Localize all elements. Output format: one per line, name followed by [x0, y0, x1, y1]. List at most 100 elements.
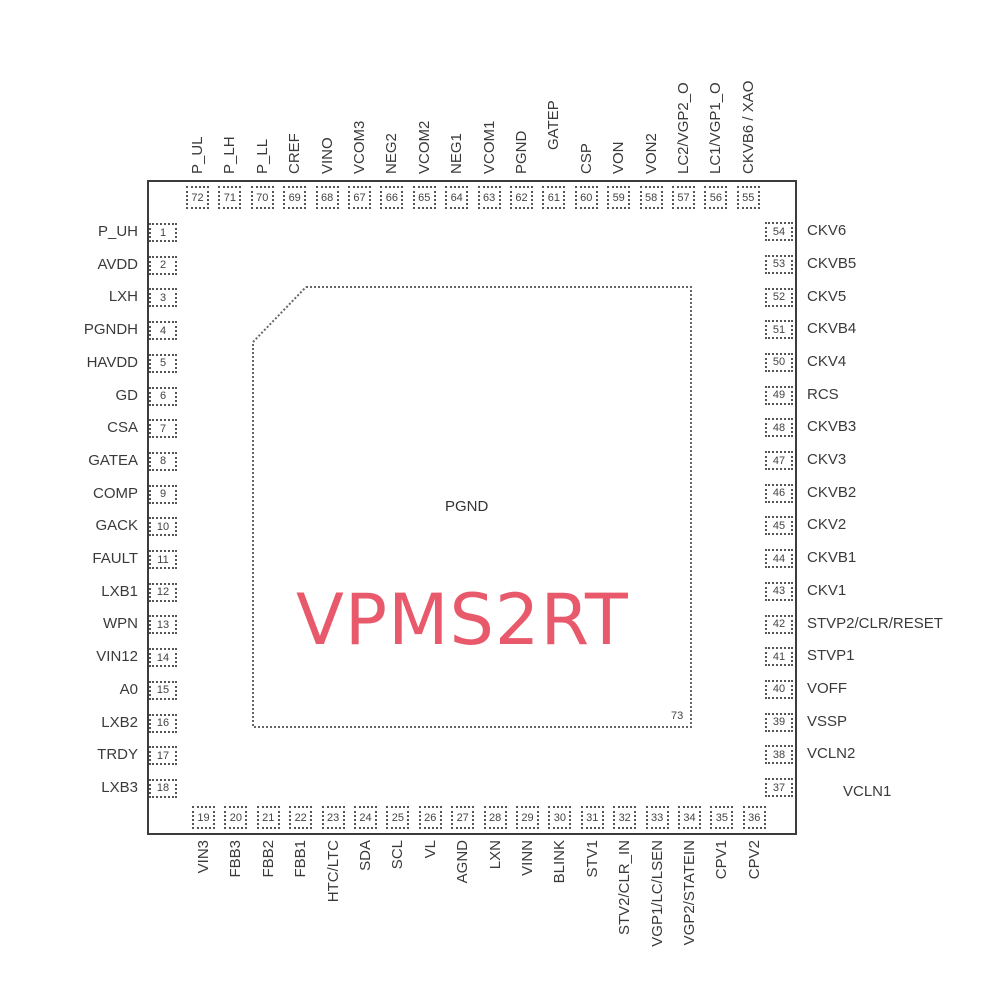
exposed-pad-label: PGND [445, 498, 489, 515]
pin-pad: 1 [149, 223, 177, 242]
pin-pad: 70 [250, 186, 274, 209]
pin-label: HAVDD [86, 353, 138, 371]
pin-pad: 53 [765, 254, 793, 274]
pin-label: CPV2 [745, 840, 763, 880]
pin-label: CKVB6 / XAO [739, 80, 757, 174]
pin-pad: 24 [354, 806, 377, 829]
pin-label: VCLN2 [807, 745, 856, 763]
pin-label: CKVB4 [807, 320, 857, 338]
pin-label: CKVB3 [807, 418, 857, 436]
pin-pad: 4 [149, 321, 177, 341]
pin-pad: 58 [639, 186, 663, 209]
pin-pad: 10 [149, 517, 177, 537]
pin-pad: 21 [256, 806, 280, 829]
exposed-pad-pin-number: 73 [671, 710, 684, 722]
pin-pad: 62 [510, 186, 533, 209]
pin-label: CKV1 [807, 581, 847, 599]
pin-pad: 33 [645, 806, 669, 829]
pin-pad: 8 [149, 451, 177, 471]
pin-label: LXB1 [101, 582, 138, 600]
pin-pad: 44 [765, 549, 793, 569]
pin-label: VL [421, 840, 439, 859]
pin-label: STVP1 [807, 647, 855, 665]
pin-pad: 15 [149, 680, 177, 700]
pin-pad: 51 [765, 320, 793, 340]
pin-pad: 30 [548, 806, 572, 829]
pin-label: CKV6 [807, 222, 847, 240]
pin-label: GACK [95, 517, 138, 535]
pin-label: CKVB5 [807, 254, 857, 272]
pin-pad: 40 [765, 679, 793, 699]
pin-label: NEG2 [383, 133, 401, 174]
pin-pad: 3 [149, 288, 177, 308]
pin-pad: 56 [704, 186, 728, 209]
pin-label: AGND [454, 840, 472, 884]
pin-label: CKVB1 [807, 549, 857, 567]
pin-label: AVDD [97, 255, 138, 273]
pin-label: VCLN1 [843, 783, 892, 800]
pin-pad: 68 [315, 186, 339, 209]
pin-pad: 19 [192, 806, 215, 829]
pin-pad: 61 [542, 186, 566, 209]
pin-label: STV1 [583, 840, 601, 878]
pin-label: CSA [107, 419, 138, 437]
pin-pad: 67 [348, 186, 371, 209]
pin-pad: 57 [672, 186, 695, 209]
pin-pad: 29 [516, 806, 539, 829]
pin-label: CREF [286, 133, 304, 174]
pin-label: VCOM2 [415, 120, 433, 174]
pin-pad: 23 [321, 806, 345, 829]
pin-pad: 38 [765, 745, 793, 765]
pin-label: FBB1 [292, 840, 310, 878]
pin-pad: 63 [477, 186, 501, 209]
pin-pad: 72 [186, 186, 209, 209]
pin-pad: 25 [386, 806, 410, 829]
pin-pad: 7 [149, 419, 177, 439]
pin-label: VINN [519, 840, 536, 876]
pin-pad: 54 [765, 222, 793, 242]
pin-label: VCOM3 [351, 120, 368, 174]
pin-label: PGND [513, 130, 530, 174]
pin-pad: 64 [445, 186, 469, 209]
pin-label: VSSP [807, 712, 848, 730]
pin-label: RCS [807, 385, 839, 403]
pin-pad: 49 [765, 385, 793, 405]
exposed-pad-outline [252, 286, 692, 728]
pin-label: GD [115, 386, 139, 404]
pin-label: CKVB2 [807, 483, 857, 501]
pin-pad: 47 [765, 451, 793, 470]
pin-label: SDA [357, 840, 374, 871]
pin-pad: 9 [149, 484, 177, 504]
pin-pad: 59 [607, 186, 631, 209]
pin-pad: 50 [765, 352, 793, 372]
pin-pad: 52 [765, 287, 793, 307]
pin-pad: 69 [283, 186, 307, 209]
pin-pad: 43 [765, 581, 793, 601]
pin-pad: 16 [149, 713, 177, 733]
pin-pad: 26 [418, 806, 442, 829]
pin-label: VON2 [642, 133, 660, 174]
pin-label: WPN [103, 615, 138, 633]
pin-label: CPV1 [713, 840, 731, 880]
pin-pad: 45 [765, 516, 793, 536]
pin-label: FBB3 [227, 840, 245, 878]
pin-label: P_LH [221, 136, 239, 174]
pin-label: STVP2/CLR/RESET [807, 614, 943, 632]
pin-pad: 18 [149, 778, 177, 798]
pin-label: CKV5 [807, 287, 847, 305]
pin-pad: 28 [483, 806, 507, 829]
pin-pad: 55 [736, 186, 760, 209]
pin-pad: 20 [224, 806, 248, 829]
chip-part-name: VPMS2RT [296, 579, 629, 661]
pin-pad: 31 [580, 806, 604, 829]
pin-pad: 37 [765, 778, 793, 797]
pin-label: GATEA [88, 451, 138, 469]
pin-label: LC2/VGP2_O [675, 82, 692, 174]
pin-pad: 22 [289, 806, 313, 829]
pin-label: P_UL [189, 136, 206, 174]
exposed-pad [252, 286, 692, 728]
pin-pad: 66 [380, 186, 404, 209]
pin-pad: 14 [149, 648, 177, 668]
pin-pad: 35 [710, 806, 734, 829]
pin-label: VGP2/STATEIN [681, 840, 698, 946]
